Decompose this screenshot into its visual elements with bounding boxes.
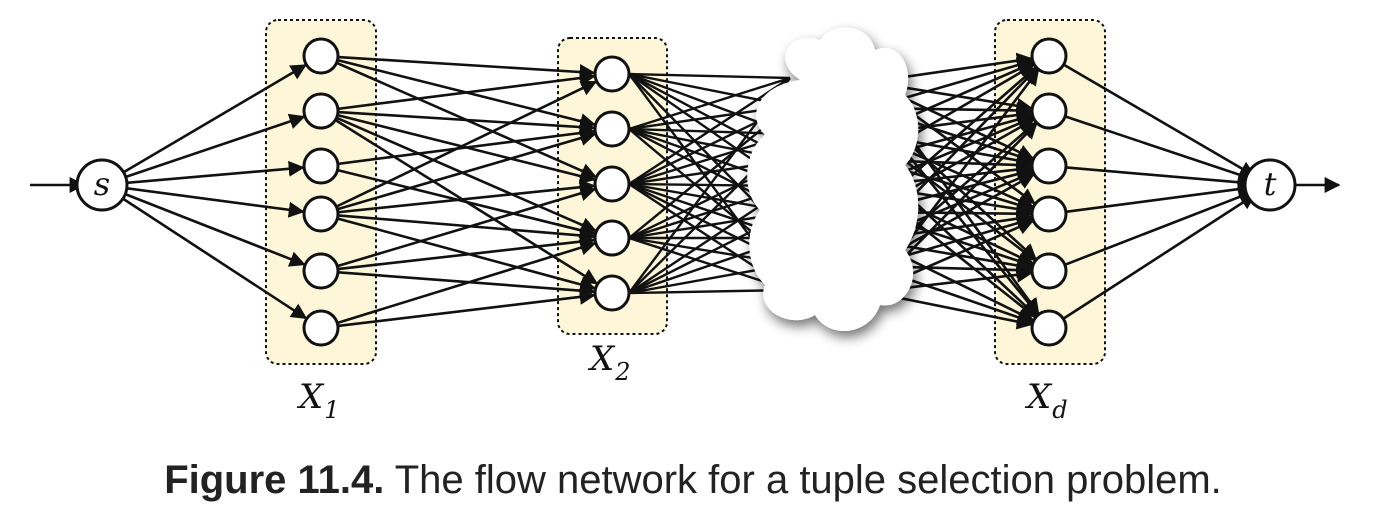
group-label-x1: X1 xyxy=(296,377,340,424)
node-x1-3 xyxy=(302,147,340,185)
figure-caption: Figure 11.4. The flow network for a tupl… xyxy=(0,458,1386,503)
caption-figure-label: Figure 11.4. xyxy=(164,458,385,502)
node-xd-2 xyxy=(1030,92,1068,130)
edge-x1-x2 xyxy=(337,214,596,244)
edge-s-x1-5 xyxy=(117,190,306,267)
edge-s-x1-6 xyxy=(115,193,308,320)
node-xd-4 xyxy=(1030,195,1068,233)
node-x2-5 xyxy=(593,274,631,312)
edge-xd-t-4 xyxy=(1065,181,1254,214)
node-x2-3 xyxy=(593,165,631,203)
node-x1-1 xyxy=(302,37,340,75)
edge-x1-x2 xyxy=(337,179,596,214)
edge-x2-cloud xyxy=(628,72,791,80)
node-xd-5 xyxy=(1030,252,1068,290)
edge-x1-x2 xyxy=(337,110,596,135)
edge-x1-x2 xyxy=(337,233,596,271)
edge-x2-cloud xyxy=(628,76,791,131)
edge-x1-x2 xyxy=(336,239,597,325)
sink-label: t xyxy=(1264,165,1277,203)
edge-s-x1-1 xyxy=(115,64,307,178)
edge-x1-x2 xyxy=(336,185,597,268)
node-x2-1 xyxy=(593,55,631,93)
edge-xd-t-5 xyxy=(1064,189,1255,267)
node-x1-6 xyxy=(302,309,340,347)
edge-x2-cloud xyxy=(628,288,791,295)
node-x1-5 xyxy=(302,252,340,290)
edge-x1-x2 xyxy=(337,168,597,238)
edge-x1-x2 xyxy=(337,70,596,111)
node-x2-2 xyxy=(593,110,631,148)
node-xd-6 xyxy=(1030,309,1068,347)
node-xd-1 xyxy=(1030,37,1068,75)
node-x1-2 xyxy=(302,92,340,130)
cloud-omitted-layers xyxy=(747,27,919,332)
node-xd-3 xyxy=(1030,147,1068,185)
group-box-x1 xyxy=(265,19,377,365)
edge-xd-t-1 xyxy=(1063,63,1256,178)
edge-x1-x2 xyxy=(335,80,598,208)
edge-x1-x2 xyxy=(336,116,597,233)
node-x1-4 xyxy=(302,195,340,233)
group-label-x2: X2 xyxy=(587,339,631,386)
source-label: s xyxy=(94,165,110,203)
source-node xyxy=(75,158,129,212)
edge-x1-x2 xyxy=(337,125,596,166)
group-label-xd: Xd xyxy=(1024,377,1068,424)
edge-x1-x2 xyxy=(337,288,596,328)
edge-s-x1-2 xyxy=(117,113,306,181)
edge-x1-x2 xyxy=(336,130,597,211)
edge-s-x1-4 xyxy=(118,185,305,218)
caption-text: The flow network for a tuple selection p… xyxy=(394,458,1222,502)
edge-x2-cloud xyxy=(628,76,791,186)
edge-xd-t-2 xyxy=(1064,115,1255,183)
edge-xd-t-3 xyxy=(1065,166,1254,191)
edge-xd-t-6 xyxy=(1062,193,1257,320)
edge-x1-x2 xyxy=(337,55,596,80)
sink-node xyxy=(1243,158,1297,212)
node-x2-4 xyxy=(593,219,631,257)
edge-s-x1-3 xyxy=(118,160,305,185)
